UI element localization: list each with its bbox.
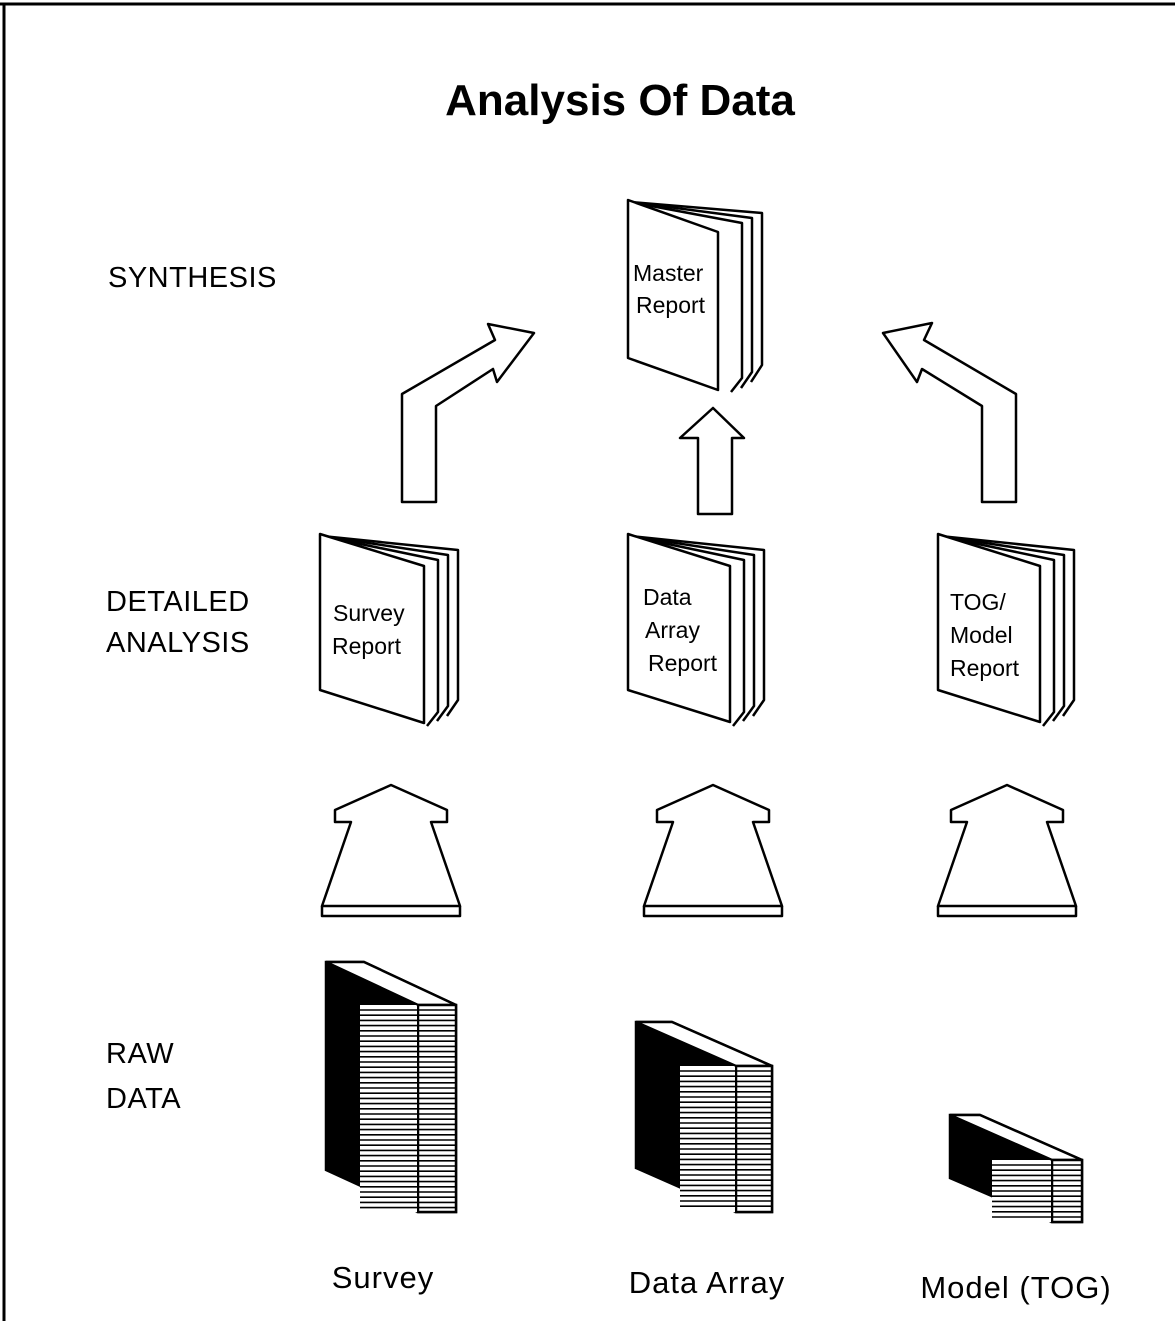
arrow-model-to-master [881, 321, 1018, 504]
survey-report-booklet [318, 532, 460, 727]
master-report-label-line1: Master [633, 260, 704, 286]
survey-data-stack [324, 960, 458, 1214]
arrow-survey-to-master [400, 322, 536, 504]
tog-model-report-label-line2: Model [950, 622, 1013, 648]
data-array-report-label-line2: Array [645, 617, 700, 643]
data-array-report-label-line1: Data [643, 584, 692, 610]
master-report-booklet [626, 198, 764, 393]
source-label-survey: Survey [332, 1260, 434, 1295]
level-label-detailed-line1: DETAILED [106, 586, 250, 618]
data-array-data-stack [634, 1020, 774, 1214]
arrow-array-data-to-report [642, 783, 784, 918]
master-report-label-line2: Report [636, 292, 706, 318]
tog-model-report-label-line1: TOG/ [950, 589, 1006, 615]
arrow-model-data-to-report [936, 783, 1078, 918]
data-array-report-booklet [626, 532, 766, 727]
tog-model-report-label-line3: Report [950, 655, 1020, 681]
level-label-synthesis: SYNTHESIS [108, 262, 277, 294]
level-label-raw-line1: RAW [106, 1038, 174, 1070]
diagram-title: Analysis Of Data [445, 76, 795, 125]
data-array-report-label-line3: Report [648, 650, 718, 676]
level-label-detailed-line2: ANALYSIS [106, 627, 250, 659]
level-label-raw-line2: DATA [106, 1083, 181, 1115]
arrow-data-array-to-master [678, 406, 746, 516]
arrow-survey-data-to-report [320, 783, 462, 918]
source-label-data-array: Data Array [629, 1265, 785, 1300]
source-label-model: Model (TOG) [920, 1270, 1111, 1305]
tog-model-report-booklet [936, 532, 1076, 727]
model-data-stack [948, 1113, 1084, 1224]
survey-report-label-line2: Report [332, 633, 402, 659]
survey-report-label-line1: Survey [333, 600, 405, 626]
